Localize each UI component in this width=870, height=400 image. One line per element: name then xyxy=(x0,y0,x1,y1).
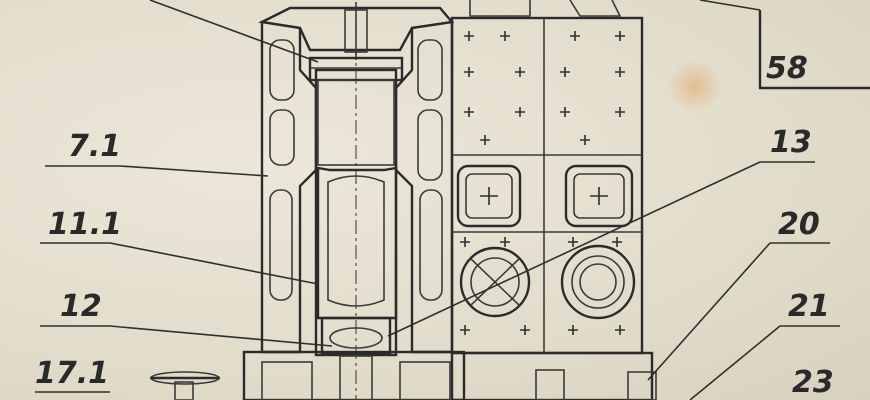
title-frame xyxy=(758,10,870,90)
callout-20: 20 xyxy=(778,207,820,242)
leader-lines xyxy=(35,0,840,400)
callout-13: 13 xyxy=(770,125,812,160)
callout-11-1: 11.1 xyxy=(48,207,122,242)
cylinder-section xyxy=(150,2,466,400)
bolt-marks xyxy=(460,31,625,335)
paper-stain xyxy=(669,60,721,112)
callout-17-1: 17.1 xyxy=(35,356,109,391)
callout-58: 58 xyxy=(766,51,808,86)
callout-23: 23 xyxy=(792,365,834,400)
callout-7-1: 7.1 xyxy=(68,129,121,164)
callout-12: 12 xyxy=(60,289,102,324)
engine-block-view xyxy=(450,0,657,400)
callout-21: 21 xyxy=(788,289,830,324)
